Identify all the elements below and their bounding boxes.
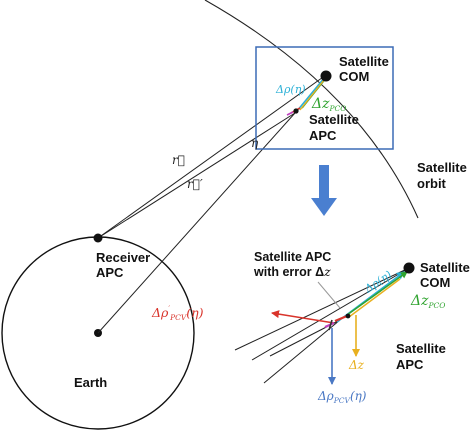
zoom-yellow-solid xyxy=(348,278,401,318)
vector-r-prime-line xyxy=(97,112,296,239)
vector-r-line xyxy=(97,74,327,239)
zoom-sat-apc-label-1: Satellite xyxy=(396,341,446,356)
vector-r-label: r⃗ xyxy=(172,153,185,167)
zoom-delta-rho-pcv: ΔρPCV(η) xyxy=(317,389,367,405)
zoom-magenta-tick xyxy=(324,321,335,329)
zoom-sat-apc-label-2: APC xyxy=(396,357,424,372)
top-sat-apc-label-1: Satellite xyxy=(309,112,359,127)
earth-center-line xyxy=(97,112,296,334)
receiver-apc-label-2: APC xyxy=(96,265,124,280)
zoom-green-vector xyxy=(346,271,408,316)
top-delta-rho-eta: Δρ(η) xyxy=(275,83,306,96)
zoom-fan-line-1 xyxy=(234,267,410,351)
earth-label: Earth xyxy=(74,375,107,390)
angle-eta-label: η xyxy=(251,136,259,150)
sat-orbit-label-1: Satellite xyxy=(417,160,467,175)
top-satellite-apc-dot xyxy=(293,108,299,114)
top-magenta-tick xyxy=(286,111,294,116)
zoom-fan-line-3 xyxy=(263,319,341,384)
zoom-sat-apc-err-label-1: Satellite APC xyxy=(254,250,331,264)
zoom-satellite-com-dot xyxy=(403,262,415,274)
zoom-down-arrow xyxy=(311,165,337,216)
zoom-delta-rho-prime-pcv: Δρ′PCV(η) xyxy=(151,304,204,322)
zoom-sat-com-label-2: COM xyxy=(420,275,450,290)
zoom-satellite-apc-dot xyxy=(345,313,351,319)
top-cyan-vector xyxy=(296,76,326,112)
zoom-delta-z: Δz xyxy=(348,358,365,372)
vector-r-prime-label: r⃗′ xyxy=(187,177,203,191)
zoom-sat-apc-err-label-2: with error Δz xyxy=(253,264,331,279)
zoom-sat-com-label-1: Satellite xyxy=(420,260,470,275)
receiver-apc-dot xyxy=(93,233,103,243)
zoom-delta-z-pco: ΔzPCO xyxy=(410,293,445,310)
zoom-dark-marker xyxy=(328,319,333,331)
satellite-frame-box xyxy=(255,46,394,150)
zoom-red-vector xyxy=(271,310,335,324)
satellite-orbit-arc xyxy=(204,0,419,219)
zoom-gray-leader xyxy=(317,281,341,309)
receiver-apc-label-1: Receiver xyxy=(96,250,150,265)
top-sat-apc-label-2: APC xyxy=(309,128,337,143)
top-sat-com-label-1: Satellite xyxy=(339,54,389,69)
sat-orbit-label-2: orbit xyxy=(417,176,447,191)
top-yellow-vector xyxy=(299,79,325,111)
zoom-red-tick xyxy=(334,314,348,323)
top-delta-z-pco: ΔzPCO xyxy=(311,96,346,113)
top-satellite-com-dot xyxy=(320,70,332,82)
zoom-fan-line-2 xyxy=(251,267,410,361)
top-sat-com-label-2: COM xyxy=(339,69,369,84)
